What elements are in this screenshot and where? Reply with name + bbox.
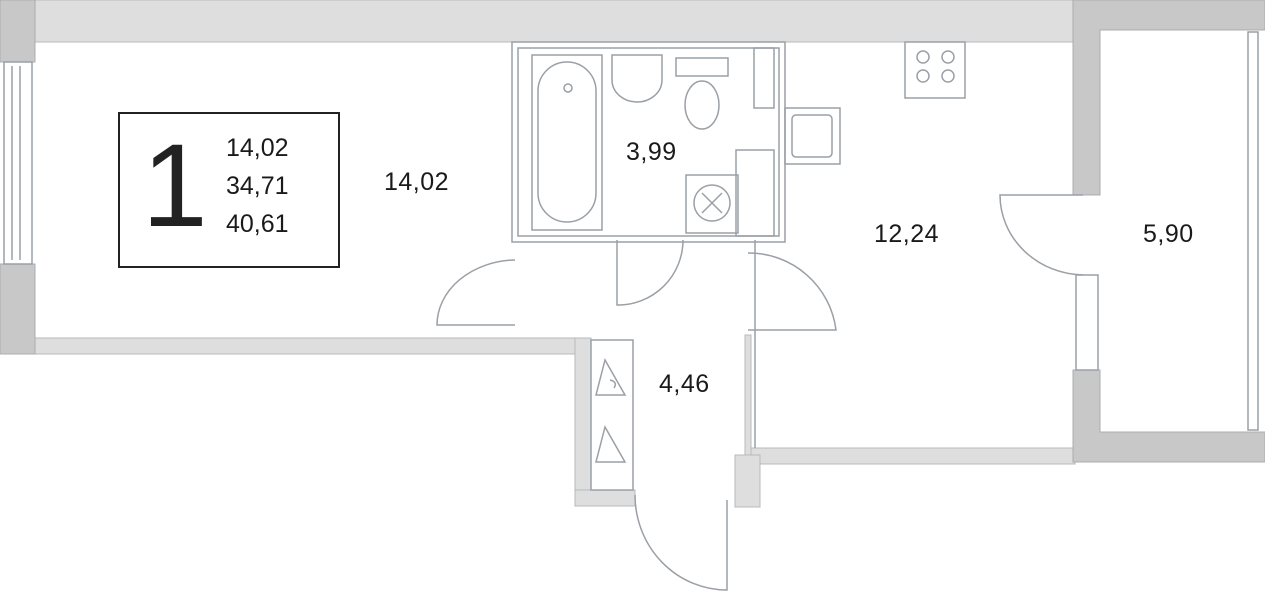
boiler [735, 149, 775, 237]
hall-bottom-left-wall [574, 489, 636, 507]
bathroom-door [616, 239, 684, 306]
entrance-door [634, 494, 728, 591]
toilet [684, 80, 720, 130]
total-area: 34,71 [226, 172, 289, 200]
top-wall [34, 0, 1076, 43]
apartment-info-box: 1 14,02 34,71 40,61 [118, 112, 340, 268]
hall-left-wall [574, 337, 592, 507]
wardrobe [590, 339, 634, 491]
balcony-area: 5,90 [1143, 220, 1194, 248]
balcony-bottom-wall [1072, 369, 1265, 463]
living-room-area: 14,02 [384, 168, 450, 196]
balcony-door [999, 194, 1084, 276]
hallway-area: 4,46 [659, 370, 710, 398]
hanger-icon [595, 358, 627, 396]
kitchen-sink [784, 107, 841, 165]
bathtub [531, 54, 603, 231]
kitchen-door [747, 252, 837, 331]
balcony-walls [1072, 0, 1265, 196]
hall-right-wall [734, 454, 761, 508]
kitchen-area: 12,24 [874, 220, 940, 248]
stove [904, 41, 966, 99]
towel-rail [753, 47, 775, 109]
toilet-tank [675, 57, 729, 77]
living-bottom-wall [34, 337, 581, 355]
left-window [3, 61, 33, 265]
balcony-window [1247, 31, 1259, 431]
balcony-door-window [1075, 274, 1099, 371]
total-area-with-balcony: 40,61 [226, 210, 289, 238]
bathroom-area: 3,99 [626, 138, 677, 166]
living-room-door [436, 259, 516, 326]
living-area: 14,02 [226, 134, 289, 162]
left-wall-bottom [0, 263, 36, 355]
rooms-count: 1 [142, 120, 208, 252]
washbasin [611, 54, 663, 103]
kitchen-divider [744, 334, 752, 456]
hanger-icon [595, 425, 627, 463]
kitchen-bottom-wall [744, 447, 1076, 465]
left-wall-top [0, 0, 36, 63]
washing-machine [685, 174, 739, 234]
